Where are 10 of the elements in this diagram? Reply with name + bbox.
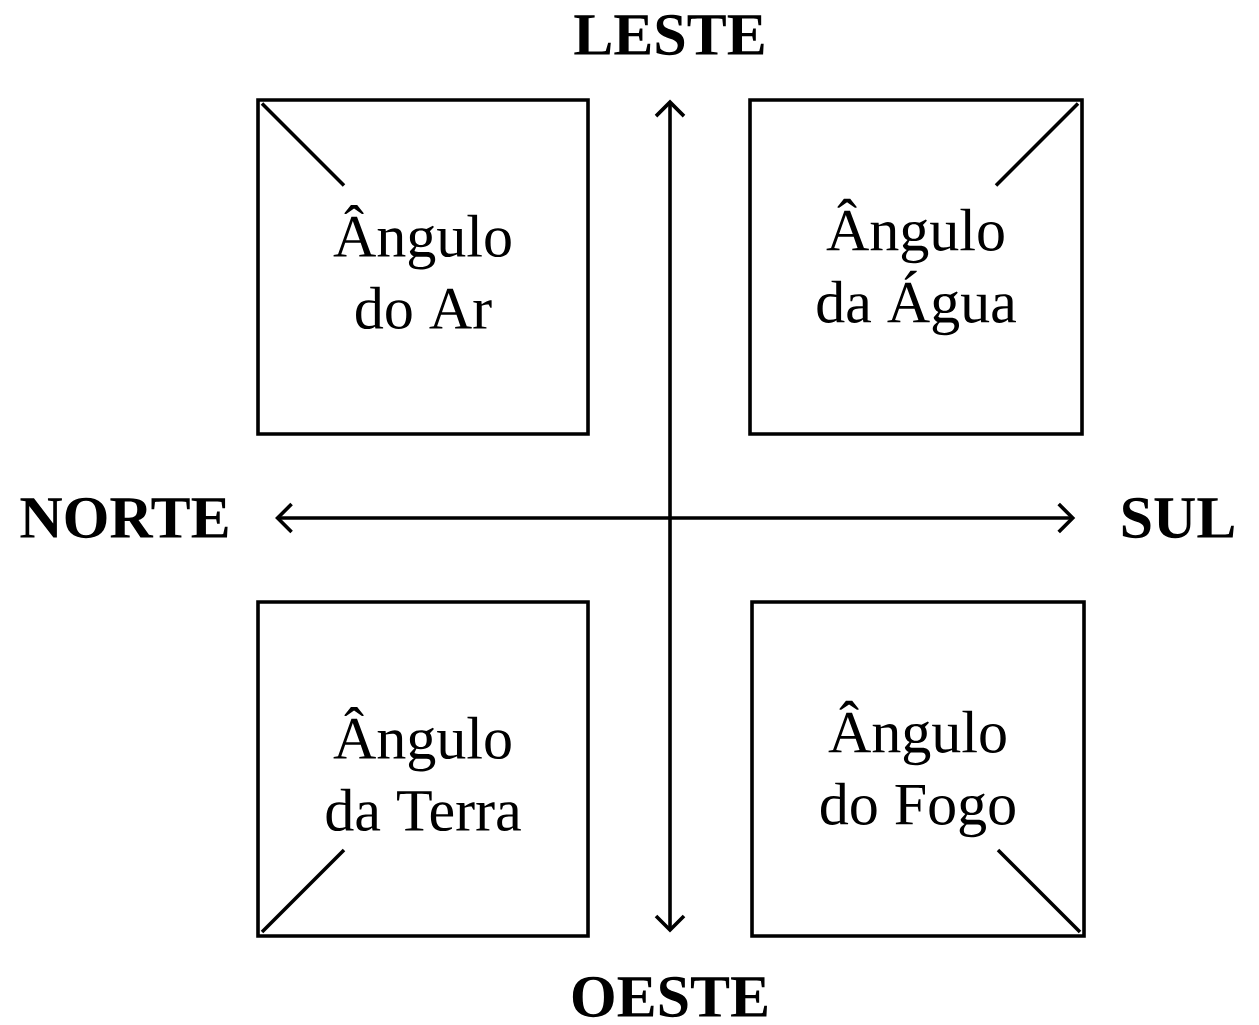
double-arrow xyxy=(654,99,686,933)
quadrant-box: Ângulo da Água xyxy=(748,98,1084,436)
quadrant-box: Ângulo do Ar xyxy=(256,98,590,436)
direction-label: NORTE xyxy=(20,497,228,539)
double-arrow xyxy=(275,502,1076,534)
direction-label: SUL xyxy=(1122,497,1234,539)
quadrant-box: Ângulo da Terra xyxy=(256,600,590,938)
quadrant-box: Ângulo do Fogo xyxy=(750,600,1086,938)
direction-label: OESTE xyxy=(572,976,767,1018)
direction-label: LESTE xyxy=(574,14,764,56)
